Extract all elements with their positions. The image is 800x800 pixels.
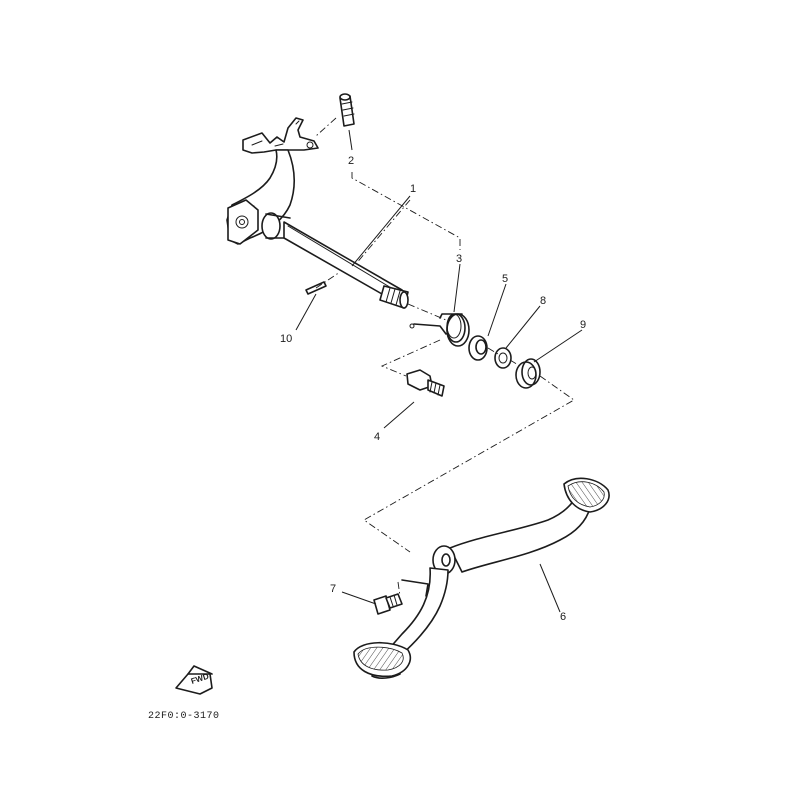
callout-8: 8: [540, 295, 546, 307]
callout-7: 7: [330, 583, 336, 595]
bearing: [468, 335, 488, 361]
callout-1: 1: [410, 183, 416, 195]
assembly-lines: [315, 117, 575, 597]
callout-10: 10: [280, 333, 292, 345]
callout-6: 6: [560, 611, 566, 623]
pinch-bolt: [373, 593, 403, 615]
callout-4: 4: [374, 431, 380, 443]
stopper-bolt: [406, 369, 445, 397]
callout-3: 3: [456, 253, 462, 265]
callout-9: 9: [580, 319, 586, 331]
oil-seal: [515, 358, 541, 389]
shift-shaft-assembly: [226, 117, 409, 309]
fwd-arrow-icon: FWD: [175, 665, 213, 695]
callout-5: 5: [502, 273, 508, 285]
leader-lines: [295, 129, 583, 613]
shift-pedal: [353, 477, 610, 679]
callout-labels: 2 1 3 5 8 9 10 4 7 6: [280, 155, 586, 623]
torsion-spring: [409, 313, 470, 347]
figure-code: 22F0:0-3170: [148, 711, 220, 722]
callout-2: 2: [348, 155, 354, 167]
spring-pin-top: [339, 93, 355, 127]
washer: [494, 347, 512, 369]
